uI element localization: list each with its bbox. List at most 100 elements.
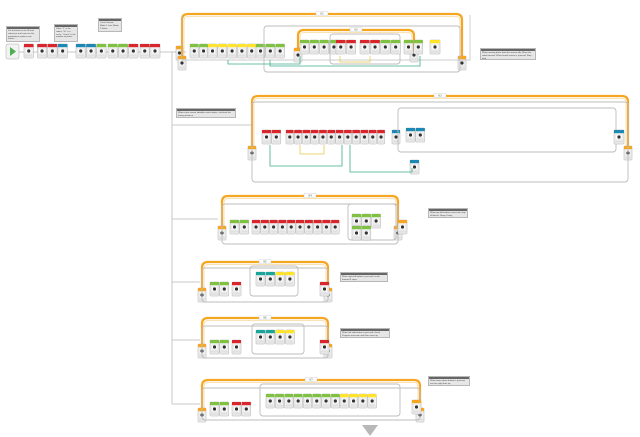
program-block[interactable] xyxy=(368,129,377,145)
program-block[interactable] xyxy=(86,43,97,59)
program-block[interactable] xyxy=(346,39,356,55)
program-block[interactable] xyxy=(285,271,295,287)
program-block[interactable] xyxy=(405,127,416,143)
program-block[interactable] xyxy=(343,129,352,145)
program-block[interactable] xyxy=(391,129,401,145)
comment-block[interactable]: When color sensor identifies each object… xyxy=(176,108,236,118)
program-block[interactable] xyxy=(255,271,266,287)
loop-name-tag[interactable] xyxy=(303,193,317,198)
program-block[interactable] xyxy=(47,43,58,59)
program-block[interactable] xyxy=(397,219,408,235)
program-block[interactable] xyxy=(199,43,209,59)
switch-frame[interactable] xyxy=(251,323,305,355)
program-block[interactable] xyxy=(339,393,349,409)
program-block[interactable] xyxy=(319,339,330,355)
program-block[interactable] xyxy=(219,401,230,417)
program-block[interactable] xyxy=(207,43,218,59)
program-block[interactable] xyxy=(255,329,266,345)
program-block[interactable] xyxy=(380,39,391,55)
program-block[interactable] xyxy=(246,43,257,59)
program-block[interactable] xyxy=(302,129,311,145)
program-block[interactable] xyxy=(293,393,303,409)
loop-end-block[interactable] xyxy=(457,55,467,71)
program-block[interactable] xyxy=(255,43,266,59)
start-block[interactable] xyxy=(5,43,20,60)
program-block[interactable] xyxy=(304,219,313,235)
program-block[interactable] xyxy=(285,129,294,145)
program-block[interactable] xyxy=(319,129,327,145)
program-block[interactable] xyxy=(361,213,371,229)
program-block[interactable] xyxy=(96,43,107,59)
program-block[interactable] xyxy=(23,43,34,59)
program-block[interactable] xyxy=(107,43,118,59)
program-block[interactable] xyxy=(295,219,305,235)
comment-block[interactable]: When lower down button is pressed, run t… xyxy=(428,376,470,386)
comment-block[interactable]: Count Sensor; Mode 1 Low; Mode 2 Strike xyxy=(98,18,122,32)
program-block[interactable] xyxy=(411,399,422,415)
program-block[interactable] xyxy=(139,43,150,59)
loop-name-tag[interactable] xyxy=(349,27,363,32)
loop-name-tag[interactable] xyxy=(304,377,318,382)
program-block[interactable] xyxy=(239,219,250,235)
program-block[interactable] xyxy=(219,339,230,355)
program-block[interactable] xyxy=(275,43,285,59)
program-block[interactable] xyxy=(321,393,331,409)
program-block[interactable] xyxy=(189,43,199,59)
program-block[interactable] xyxy=(57,43,68,59)
program-block[interactable] xyxy=(358,393,368,409)
program-block[interactable] xyxy=(37,43,47,59)
switch-frame[interactable] xyxy=(249,265,299,297)
program-block[interactable] xyxy=(349,393,358,409)
program-block[interactable] xyxy=(271,129,281,145)
color-loop-block[interactable]: 03 xyxy=(250,93,630,148)
button-loop-block[interactable]: 04 xyxy=(220,193,400,228)
program-block[interactable] xyxy=(360,129,369,145)
program-block[interactable] xyxy=(359,39,370,55)
program-block[interactable] xyxy=(361,225,371,241)
program-block[interactable] xyxy=(309,39,319,55)
program-block[interactable] xyxy=(261,129,272,145)
right-button-loop-block[interactable]: 05 xyxy=(200,259,330,290)
loop-name-tag[interactable] xyxy=(315,11,329,16)
program-block[interactable] xyxy=(335,39,346,55)
program-block[interactable] xyxy=(310,129,319,145)
switch-frame[interactable] xyxy=(347,203,397,241)
program-block[interactable] xyxy=(367,393,377,409)
program-block[interactable] xyxy=(265,393,275,409)
program-block[interactable] xyxy=(260,219,269,235)
program-block[interactable] xyxy=(237,43,247,59)
program-block[interactable] xyxy=(284,393,294,409)
program-block[interactable] xyxy=(229,219,240,235)
program-block[interactable] xyxy=(370,39,380,55)
program-block[interactable] xyxy=(285,329,295,345)
comment-block[interactable]: When top left button is pressed, stop al… xyxy=(428,208,468,218)
program-block[interactable] xyxy=(377,129,385,145)
comment-block[interactable]: Put the block in the IR end reference an… xyxy=(6,26,40,42)
program-block[interactable] xyxy=(429,39,441,55)
program-block[interactable] xyxy=(275,271,285,287)
comment-block[interactable]: When moving down from the sensor idle, M… xyxy=(480,48,536,60)
program-block[interactable] xyxy=(278,219,287,235)
loop-frame[interactable] xyxy=(251,101,629,183)
program-block[interactable] xyxy=(118,43,129,59)
program-block[interactable] xyxy=(294,129,302,145)
program-block[interactable] xyxy=(403,39,414,55)
program-block[interactable] xyxy=(327,129,336,145)
comment-block[interactable]: When right left button is pressed, scale… xyxy=(340,272,388,282)
program-block[interactable] xyxy=(413,39,423,55)
program-block[interactable] xyxy=(371,213,381,229)
program-block[interactable] xyxy=(265,329,275,345)
program-block[interactable] xyxy=(219,281,230,297)
program-block[interactable] xyxy=(75,43,86,59)
program-block[interactable] xyxy=(335,129,344,145)
program-block[interactable] xyxy=(319,281,330,297)
loop-name-tag[interactable] xyxy=(258,259,272,264)
program-block[interactable] xyxy=(330,393,340,409)
program-block[interactable] xyxy=(241,401,252,417)
switch-frame[interactable] xyxy=(263,25,461,73)
program-block[interactable] xyxy=(312,393,322,409)
switch-frame[interactable] xyxy=(397,107,617,153)
loop-name-tag[interactable] xyxy=(433,93,447,98)
program-block[interactable] xyxy=(299,39,310,55)
